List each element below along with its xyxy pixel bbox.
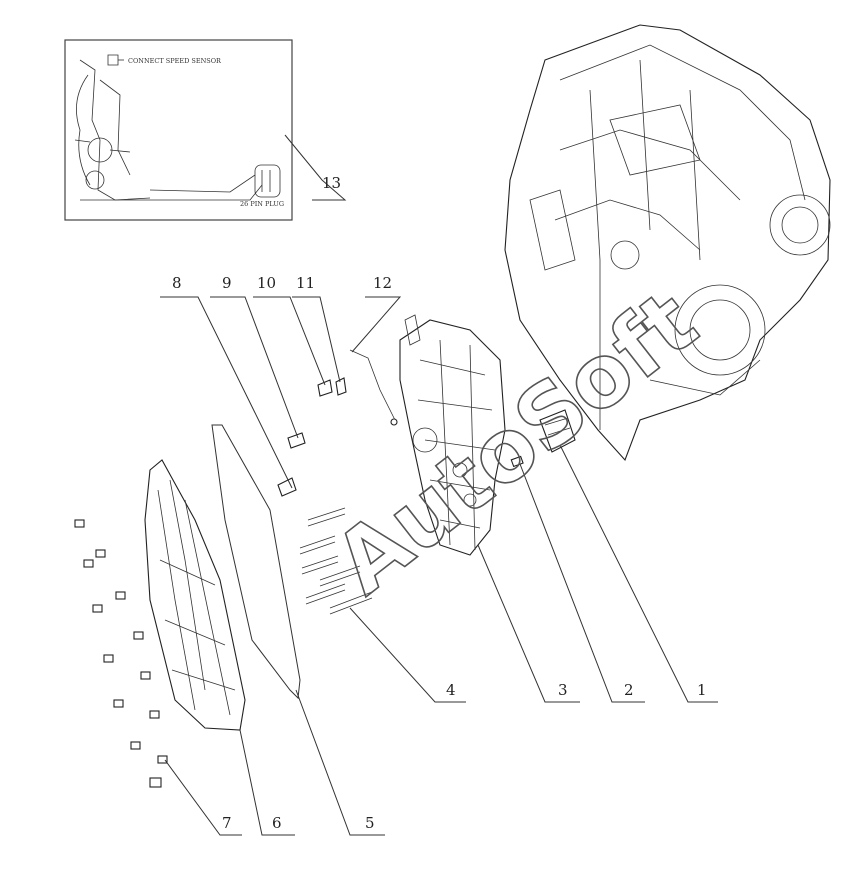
pan-gasket: [211, 424, 301, 700]
callout-1: 1: [697, 681, 707, 699]
speed-sensor-inset: CONNECT SPEED SENSOR 26 PIN PLUG: [64, 39, 293, 221]
callout-2: 2: [624, 681, 634, 699]
callout-6: 6: [272, 814, 282, 832]
inset-drawing: [74, 54, 281, 201]
callout-12: 12: [373, 274, 392, 292]
callout-9: 9: [222, 274, 232, 292]
sensor-wire: [349, 349, 398, 426]
callout-5: 5: [365, 814, 375, 832]
small-fasteners: [277, 377, 347, 497]
inset-frame: [64, 39, 293, 221]
filter-plate: [539, 409, 576, 453]
long-bolts: [299, 507, 373, 615]
callout-11: 11: [296, 274, 315, 292]
transmission-housing: [504, 24, 831, 462]
pan-bolts: [74, 519, 168, 788]
inset-connector-label: CONNECT SPEED SENSOR: [128, 57, 222, 65]
callout-8: 8: [172, 274, 182, 292]
leader-lines: [160, 134, 718, 836]
callout-10: 10: [257, 274, 276, 292]
valve-body: [399, 314, 506, 556]
callout-7: 7: [222, 814, 232, 832]
callout-3: 3: [558, 681, 568, 699]
callout-13: 13: [322, 174, 341, 192]
callout-4: 4: [446, 681, 456, 699]
inset-plug-label: 26 PIN PLUG: [240, 200, 284, 208]
callout-labels: 1 2 3 4 5 6 7 8 9 10 11 12 13: [172, 174, 707, 832]
oil-pan: [144, 459, 246, 731]
